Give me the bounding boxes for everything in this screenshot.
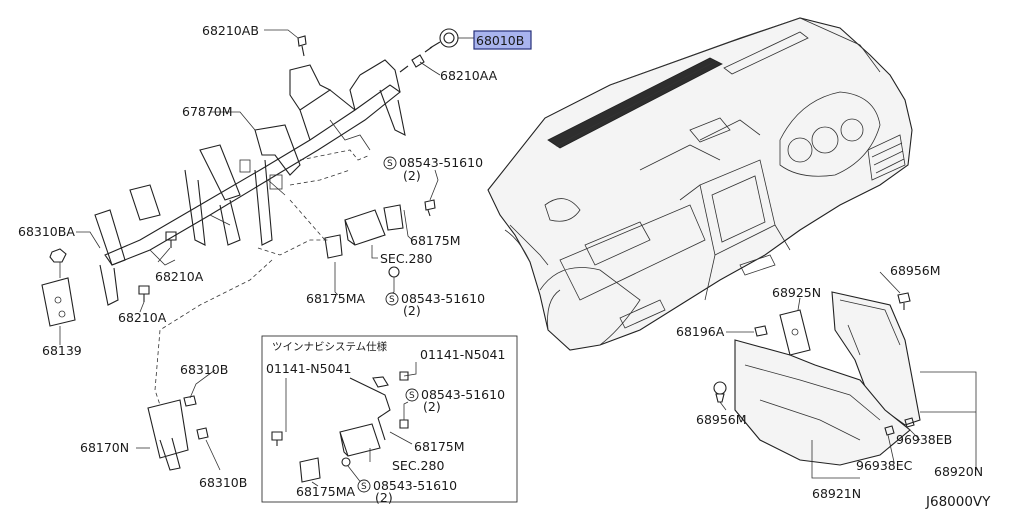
screw-symbol-letter: S — [361, 482, 367, 492]
label-68956M-top[interactable]: 68956M — [890, 263, 941, 278]
label-sec280-inset[interactable]: SEC.280 — [392, 458, 444, 473]
label-qty-top: (2) — [403, 168, 421, 183]
label-68956M-bot[interactable]: 68956M — [696, 412, 747, 427]
screw-symbol — [385, 292, 399, 306]
label-68210A-2[interactable]: 68210A — [118, 310, 167, 325]
label-08543-51610-top[interactable]: 08543-51610 — [399, 155, 483, 170]
label-68210AA[interactable]: 68210AA — [440, 68, 498, 83]
label-08543-51610-inset1[interactable]: 08543-51610 — [421, 387, 505, 402]
label-01141-N5041-b[interactable]: 01141-N5041 — [266, 361, 351, 376]
label-68310BA[interactable]: 68310BA — [18, 224, 75, 239]
lower-cover-drawing — [713, 291, 921, 466]
label-67870M[interactable]: 67870M — [182, 104, 233, 119]
label-68175M-top[interactable]: 68175M — [410, 233, 461, 248]
label-68210A-1[interactable]: 68210A — [155, 269, 204, 284]
label-68175MA-top[interactable]: 68175MA — [306, 291, 366, 306]
label-68196A[interactable]: 68196A — [676, 324, 725, 339]
screw-symbol-letter: S — [387, 159, 393, 169]
label-68175M-inset[interactable]: 68175M — [414, 439, 465, 454]
label-qty-inset1: (2) — [423, 399, 441, 414]
inset-box — [261, 335, 518, 503]
label-qty-mid: (2) — [403, 303, 421, 318]
label-sec280-top[interactable]: SEC.280 — [380, 251, 432, 266]
instrument-panel-drawing — [487, 17, 913, 351]
label-68921N[interactable]: 68921N — [812, 486, 861, 501]
screw-symbol — [357, 479, 371, 493]
label-01141-N5041-a[interactable]: 01141-N5041 — [420, 347, 505, 362]
screw-symbol-letter: S — [409, 391, 415, 401]
screw-symbol — [405, 388, 419, 402]
label-68139[interactable]: 68139 — [42, 343, 82, 358]
inset-title: ツインナビシステム仕様 — [272, 340, 388, 353]
part-labels: 68210AB 68010B 68210AA 67870M S 08543-51… — [18, 23, 991, 510]
highlight-box-68010B — [473, 30, 532, 50]
label-68010B[interactable]: 68010B — [476, 33, 524, 48]
label-68310B-2[interactable]: 68310B — [199, 475, 247, 490]
screw-symbol-letter: S — [389, 295, 395, 305]
label-68175MA-inset[interactable]: 68175MA — [296, 484, 356, 499]
label-68310B-1[interactable]: 68310B — [180, 362, 228, 377]
label-96938EB[interactable]: 96938EB — [896, 432, 952, 447]
label-qty-inset2: (2) — [375, 490, 393, 505]
label-68210AB[interactable]: 68210AB — [202, 23, 259, 38]
screw-symbol — [383, 156, 397, 170]
diagram-code: J68000VY — [925, 494, 991, 510]
label-68920N[interactable]: 68920N — [934, 464, 983, 479]
steering-member-drawing — [94, 59, 406, 306]
label-96938EC[interactable]: 96938EC — [856, 458, 913, 473]
label-08543-51610-mid[interactable]: 08543-51610 — [401, 291, 485, 306]
leader-lines — [59, 29, 977, 487]
label-68170N[interactable]: 68170N — [80, 440, 129, 455]
label-68925N[interactable]: 68925N — [772, 285, 821, 300]
label-08543-51610-inset2[interactable]: 08543-51610 — [373, 478, 457, 493]
